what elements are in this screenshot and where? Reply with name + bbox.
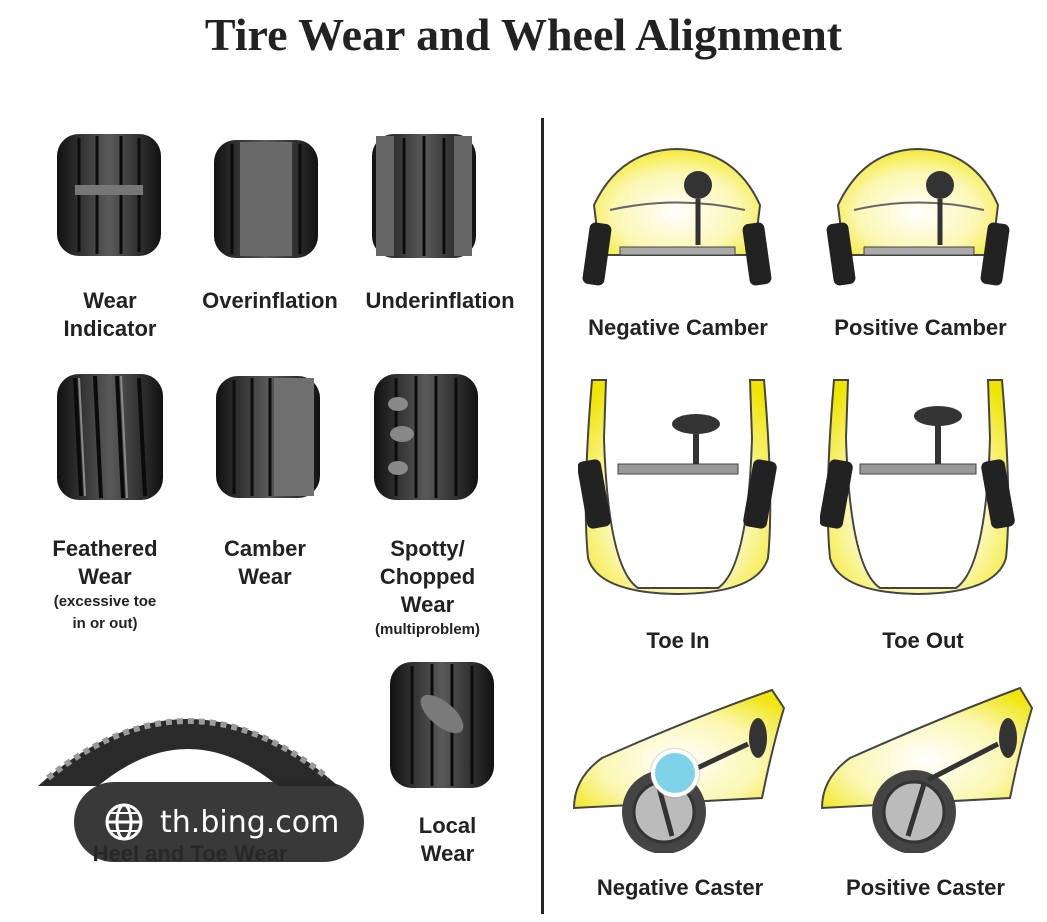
column-divider bbox=[541, 118, 544, 914]
touch-point-indicator bbox=[651, 749, 699, 797]
tire-feathered-image bbox=[57, 374, 163, 500]
page-title: Tire Wear and Wheel Alignment bbox=[204, 9, 843, 60]
alignment-label-toe-in: Toe In bbox=[646, 628, 710, 653]
tire-wear-label-2: Overinflation bbox=[202, 288, 338, 313]
source-link-text: th.bing.com bbox=[160, 804, 340, 840]
tire-heel-toe-wear-image bbox=[38, 718, 338, 786]
tire-overinflation-image bbox=[214, 140, 318, 258]
alignment-label-negative-caster: Negative Caster bbox=[596, 875, 764, 900]
source-link-pill[interactable]: th.bing.com bbox=[74, 782, 364, 862]
alignment-label-positive-camber: Positive Camber bbox=[834, 315, 1007, 340]
toe-out-image bbox=[820, 379, 1015, 596]
tire-local-wear-image bbox=[390, 662, 494, 788]
alignment-label-positive-caster: Positive Caster bbox=[846, 875, 1005, 900]
tire-camber-wear-image bbox=[216, 376, 320, 498]
positive-camber-image bbox=[826, 147, 1010, 286]
alignment-label-negative-camber: Negative Camber bbox=[588, 315, 768, 340]
tire-wear-indicator-image bbox=[57, 134, 161, 256]
toe-in-image bbox=[578, 379, 777, 596]
tire-spotty-wear-image bbox=[374, 374, 478, 500]
globe-icon bbox=[105, 803, 143, 841]
negative-camber-image bbox=[582, 147, 772, 286]
positive-caster-image bbox=[820, 686, 1034, 853]
tire-underinflation-image bbox=[372, 134, 476, 258]
alignment-label-toe-out: Toe Out bbox=[882, 628, 964, 653]
tire-wear-label-3: Underinflation bbox=[365, 288, 515, 313]
